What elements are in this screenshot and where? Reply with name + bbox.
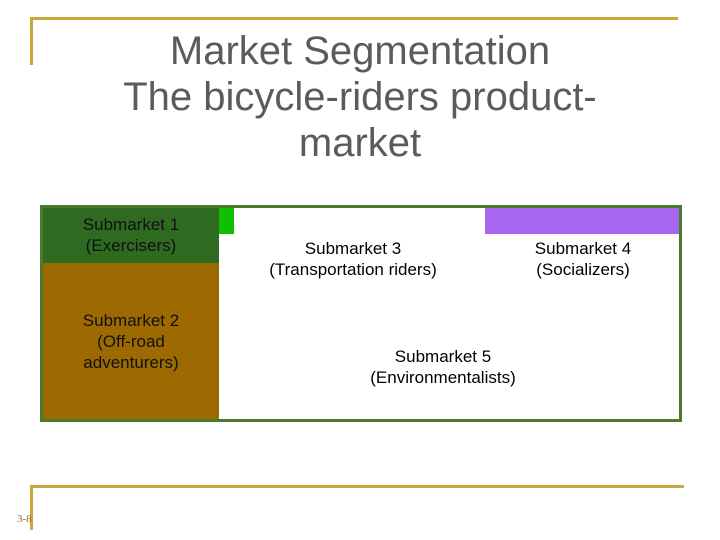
submarket-1-label: Submarket 1 (Exercisers)	[43, 214, 219, 256]
frame-left-bottom-line	[30, 485, 33, 530]
title-line-1: Market Segmentation	[169, 29, 551, 73]
submarket-5-name: Submarket 5	[394, 347, 492, 366]
submarket-2-desc-1: (Off-road	[97, 332, 165, 351]
submarket-2-desc-2: adventurers)	[83, 353, 179, 372]
title-line-2: The bicycle-riders product-	[123, 75, 597, 119]
submarket-green-accent	[219, 208, 234, 234]
slide-number: 3-8	[17, 513, 32, 525]
submarket-4-label: Submarket 4 (Socializers)	[503, 238, 663, 280]
submarket-2-block: Submarket 2 (Off-road adventurers)	[43, 263, 219, 419]
submarket-2-label: Submarket 2 (Off-road adventurers)	[43, 310, 219, 373]
submarket-3-desc: (Transportation riders)	[269, 260, 437, 279]
submarket-1-name: Submarket 1	[82, 215, 180, 234]
segmentation-diagram: Submarket 1 (Exercisers) Submarket 2 (Of…	[40, 205, 682, 422]
submarket-5-desc: (Environmentalists)	[370, 368, 516, 387]
title-line-3: market	[298, 121, 422, 165]
submarket-1-block: Submarket 1 (Exercisers)	[43, 208, 219, 263]
submarket-5-label: Submarket 5 (Environmentalists)	[323, 346, 563, 388]
slide-title: Market Segmentation The bicycle-riders p…	[60, 28, 660, 166]
submarket-4-name: Submarket 4	[534, 239, 632, 258]
submarket-4-accent	[485, 208, 679, 234]
submarket-3-name: Submarket 3	[304, 239, 402, 258]
frame-left-line	[30, 17, 33, 65]
frame-top-line	[30, 17, 678, 20]
frame-bottom-line	[30, 485, 684, 488]
submarket-1-desc: (Exercisers)	[85, 236, 177, 255]
submarket-3-label: Submarket 3 (Transportation riders)	[238, 238, 468, 280]
submarket-4-desc: (Socializers)	[536, 260, 630, 279]
submarket-2-name: Submarket 2	[82, 311, 180, 330]
